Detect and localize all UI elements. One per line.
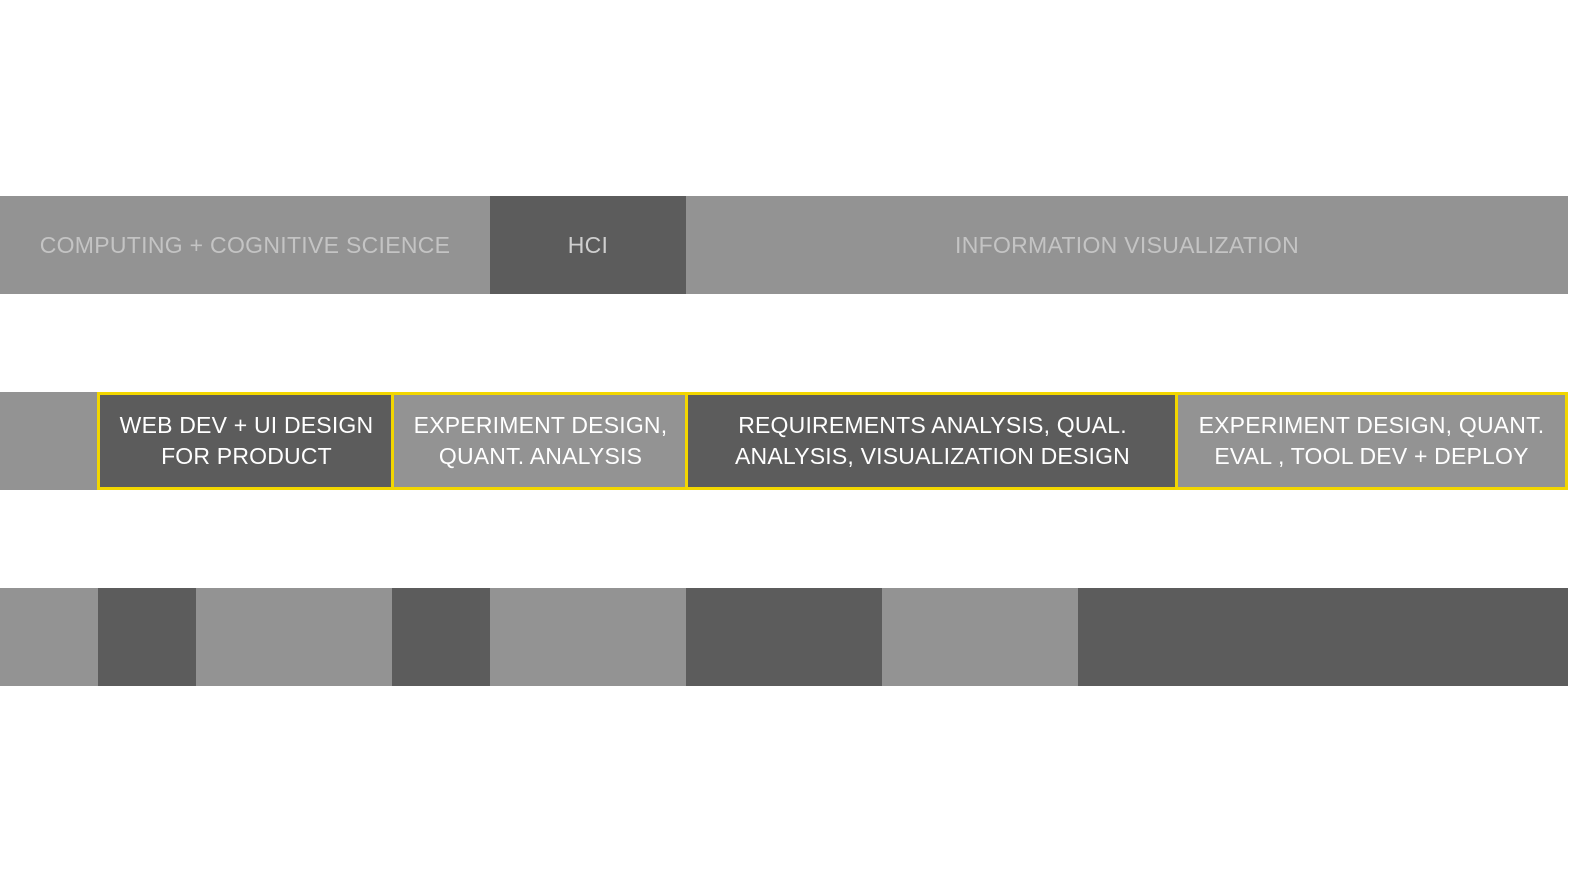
field-computing-cognitive-science: COMPUTING + COGNITIVE SCIENCE [0, 196, 490, 294]
timeline-block [882, 588, 1078, 686]
role-label: EXPERIMENT DESIGN, QUANT. EVAL , TOOL DE… [1198, 412, 1545, 469]
timeline-block [1078, 588, 1568, 686]
timeline-block [392, 588, 490, 686]
field-hci: HCI [490, 196, 686, 294]
role-experiment-eval-tool-dev: EXPERIMENT DESIGN, QUANT. EVAL , TOOL DE… [1175, 392, 1568, 490]
timeline-block [686, 588, 882, 686]
role-lead-block [0, 392, 98, 490]
field-information-visualization: INFORMATION VISUALIZATION [686, 196, 1568, 294]
field-label: INFORMATION VISUALIZATION [955, 231, 1299, 258]
field-label: HCI [567, 231, 609, 258]
role-label: REQUIREMENTS ANALYSIS, QUAL. ANALYSIS, V… [735, 412, 1130, 469]
timeline-block [0, 588, 98, 686]
role-requirements-analysis: REQUIREMENTS ANALYSIS, QUAL. ANALYSIS, V… [685, 392, 1177, 490]
timeline-block [196, 588, 392, 686]
role-label: WEB DEV + UI DESIGN FOR PRODUCT [119, 412, 374, 469]
role-web-dev-ui-design: WEB DEV + UI DESIGN FOR PRODUCT [97, 392, 393, 490]
timeline-block [490, 588, 686, 686]
timeline-block [98, 588, 196, 686]
role-experiment-design-quant: EXPERIMENT DESIGN, QUANT. ANALYSIS [391, 392, 687, 490]
field-label: COMPUTING + COGNITIVE SCIENCE [39, 231, 451, 258]
role-label: EXPERIMENT DESIGN, QUANT. ANALYSIS [413, 412, 668, 469]
